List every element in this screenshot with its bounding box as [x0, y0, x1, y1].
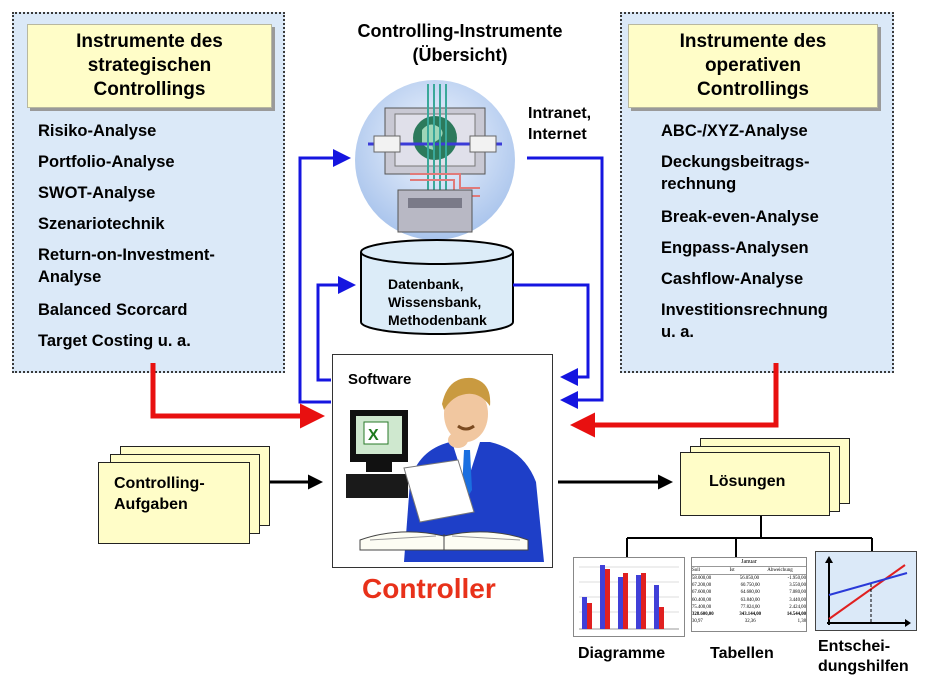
database-label-line: Wissensbank, — [388, 294, 482, 310]
table-cell: 30,97 — [692, 619, 703, 625]
strategic-panel: Instrumente des strategischen Controllin… — [12, 12, 285, 373]
arrow-operative-instruments — [570, 363, 779, 438]
list-item: ABC-/XYZ-Analyse — [661, 122, 808, 140]
mini-table-col: Abweichung — [767, 568, 793, 573]
database-label: Datenbank, Wissensbank, Methodenbank — [388, 275, 487, 329]
arrow-from-internet — [527, 156, 604, 409]
database-cylinder-icon — [360, 239, 514, 335]
operative-title-line: operativen — [704, 55, 802, 76]
title-line: Controlling-Instrumente — [357, 21, 563, 41]
table-cell: 58.000,00 — [692, 576, 712, 581]
table-row: 30,97 32,36 1,38 — [692, 618, 806, 625]
list-item: Break-even-Analyse — [661, 208, 819, 226]
list-item: Szenariotechnik — [38, 215, 165, 233]
table-cell: 7.080,00 — [789, 590, 806, 596]
table-cell: 2.424,00 — [789, 604, 806, 610]
list-item: Cashflow-Analyse — [661, 270, 804, 288]
diagramme-label: Diagramme — [578, 645, 666, 662]
table-cell: 60.400,00 — [692, 597, 712, 603]
mini-table-header: Januar — [692, 558, 806, 567]
intranet-label-line: Internet — [528, 126, 587, 143]
solutions-tree — [626, 512, 873, 557]
arrow-from-database — [513, 283, 590, 386]
list-item: Risiko-Analyse — [38, 122, 157, 140]
table-row: 75.400,00 77.824,00 2.424,00 — [692, 604, 806, 611]
list-item: Investitionsrechnung — [661, 301, 828, 319]
operative-panel: Instrumente des operativen Controllings … — [620, 12, 894, 373]
mini-table-col: Ist — [729, 568, 735, 573]
table-cell: 75.400,00 — [692, 604, 712, 610]
table-cell: 67.200,00 — [692, 583, 712, 589]
operative-title-line: Instrumente des — [679, 31, 827, 52]
entscheidung-label-line: dungshilfen — [818, 658, 909, 675]
strategic-title-line: Instrumente des — [76, 31, 223, 52]
svg-text:X: X — [368, 427, 379, 444]
intranet-internet-label: Intranet, Internet — [528, 103, 591, 145]
strategic-instrument-list: Risiko-Analyse Portfolio-Analyse SWOT-An… — [38, 14, 278, 369]
table-cell: -1.950,00 — [787, 576, 806, 581]
strategic-title-line: strategischen — [87, 55, 212, 76]
operative-panel-title: Instrumente des operativen Controllings — [628, 24, 878, 108]
software-label: Software — [348, 371, 412, 388]
list-item: Analyse — [38, 268, 102, 286]
tasks-label: Controlling- Aufgaben — [114, 473, 205, 515]
list-item: u. a. — [661, 323, 695, 341]
arrow-to-database — [316, 276, 356, 382]
table-cell: 1,38 — [797, 619, 806, 625]
list-item: Deckungsbeitrags- — [661, 153, 810, 171]
table-row: 67.600,00 64.680,00 7.080,00 — [692, 589, 806, 596]
title-line: (Übersicht) — [412, 45, 508, 65]
controller-person-icon: X — [346, 377, 544, 562]
table-cell: 3.550,00 — [789, 583, 806, 589]
table-cell: 56.050,00 — [739, 576, 759, 581]
table-row: 67.200,00 60.750,00 3.550,00 — [692, 582, 806, 589]
table-row: 60.400,00 63.840,00 3.440,00 — [692, 597, 806, 604]
list-item: Engpass-Analysen — [661, 239, 809, 257]
table-cell: 60.750,00 — [740, 583, 760, 589]
table-cell: 14.544,00 — [786, 612, 806, 618]
tasks-sheet-front — [98, 462, 250, 544]
database-label-line: Datenbank, — [388, 276, 464, 292]
table-cell: 64.680,00 — [740, 590, 760, 596]
list-item: Portfolio-Analyse — [38, 153, 175, 171]
strategic-title-line: Controllings — [93, 79, 206, 100]
list-item: rechnung — [661, 175, 737, 193]
list-item: SWOT-Analyse — [38, 184, 156, 202]
list-item: Return-on-Investment- — [38, 246, 215, 264]
tasks-label-line: Controlling- — [114, 475, 205, 492]
tabellen-label: Tabellen — [710, 645, 774, 662]
mini-table-icon: Januar Soll Ist Abweichung 58.000,00 56.0… — [691, 557, 807, 632]
globe-network-icon — [355, 80, 515, 240]
solutions-label: Lösungen — [709, 473, 786, 490]
table-cell: 328.600,00 — [692, 612, 714, 618]
diagram-title: Controlling-Instrumente (Übersicht) — [335, 19, 585, 67]
arrow-to-globe — [298, 149, 351, 404]
table-cell: 77.824,00 — [740, 604, 760, 610]
tasks-label-line: Aufgaben — [114, 496, 188, 513]
operative-instrument-list: ABC-/XYZ-Analyse Deckungsbeitrags- rechn… — [661, 14, 891, 369]
list-item: Target Costing u. a. — [38, 332, 191, 350]
table-row: 328.600,00 343.144,00 14.544,00 — [692, 611, 806, 618]
table-row: 58.000,00 56.050,00 -1.950,00 — [692, 575, 806, 582]
table-cell: 32,36 — [744, 619, 756, 625]
table-cell: 67.600,00 — [692, 590, 712, 596]
table-cell: 3.440,00 — [789, 597, 806, 603]
strategic-panel-title: Instrumente des strategischen Controllin… — [27, 24, 272, 108]
entscheidungshilfen-label: Entschei- dungshilfen — [818, 637, 909, 677]
arrow-strategic-instruments — [150, 363, 325, 429]
operative-title-line: Controllings — [697, 79, 809, 100]
controller-label: Controller — [362, 573, 496, 604]
list-item: Balanced Scorcard — [38, 301, 188, 319]
mini-table-col: Soll — [692, 568, 701, 573]
entscheidung-label-line: Entschei- — [818, 638, 891, 655]
table-cell: 343.144,00 — [739, 612, 761, 618]
database-label-line: Methodenbank — [388, 312, 487, 328]
mini-bar-chart-icon — [573, 557, 685, 637]
table-cell: 63.840,00 — [740, 597, 760, 603]
solutions-sheet-front — [680, 452, 830, 516]
decision-graph-icon — [815, 551, 917, 631]
intranet-label-line: Intranet, — [528, 105, 592, 122]
